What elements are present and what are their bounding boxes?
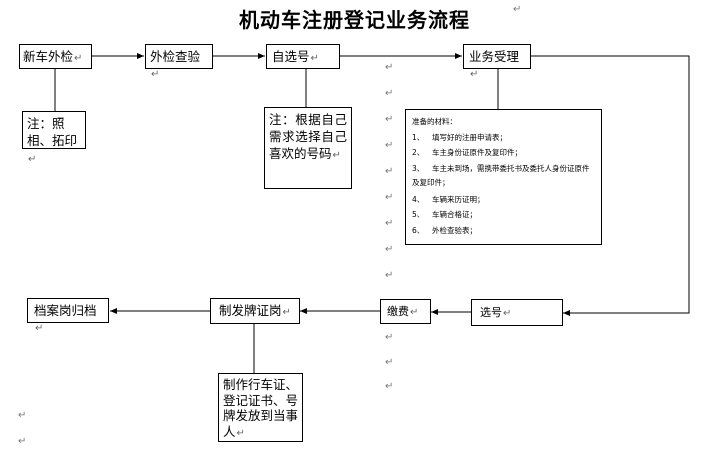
materials-item: 1、填写好的注册申请表； — [412, 132, 507, 142]
return-mark: ↵ — [385, 62, 394, 73]
return-mark: ↵ — [385, 381, 394, 392]
return-mark: ↵ — [385, 166, 394, 177]
step-plate-issuing-post: 制发牌证岗↵ — [210, 298, 300, 324]
materials-heading: 准备的材料： — [412, 117, 457, 126]
page-title: 机动车注册登记业务流程 — [239, 8, 470, 32]
arrow-acceptance-loop-to-select-number — [530, 55, 690, 316]
step-self-select-number: 自选号↵ — [266, 44, 340, 69]
return-mark: ↵ — [18, 436, 27, 447]
step-select-number: 选号↵ — [471, 299, 563, 326]
return-mark: ↵ — [385, 140, 394, 151]
return-mark: ↵ — [385, 357, 394, 368]
step-pay-fee: 缴费↵ — [380, 299, 431, 324]
note-produce-certificates: 制作行车证、登记证书、号牌发放到当事人↵ — [218, 373, 303, 442]
return-mark: ↵ — [385, 244, 394, 255]
step-archive-post: 档案岗归档↵ — [27, 298, 109, 334]
materials-item: 6、外检查验表； — [412, 225, 477, 235]
return-mark: ↵ — [385, 192, 394, 203]
materials-item: 5、车辆合格证； — [412, 210, 477, 219]
materials-item: 4、车辆来历证明； — [412, 194, 485, 204]
return-mark: ↵ — [385, 270, 394, 281]
return-mark: ↵ — [385, 88, 394, 99]
return-mark: ↵ — [385, 114, 394, 125]
materials-item: 3、车主未到场，需携带委托书及委托人身份证原件及复印件； — [412, 163, 590, 187]
materials-item: 2、车主身份证原件及复印件； — [412, 148, 522, 157]
step-external-check: 外检查验↵ — [145, 44, 213, 80]
note-photo-rubbing: 注：照相、拓印↵ — [22, 111, 86, 165]
materials-list: 准备的材料： 1、填写好的注册申请表； 2、车主身份证原件及复印件； 3、车主未… — [405, 109, 602, 245]
return-mark: ↵ — [385, 218, 394, 229]
return-mark: ↵ — [385, 332, 394, 343]
return-mark: ↵ — [513, 4, 522, 15]
step-business-acceptance: 业务受理↵ — [463, 44, 531, 80]
step-new-car-inspection: 新车外检↵ — [19, 44, 92, 69]
note-choose-number: 注：根据自己需求选择自己喜欢的号码↵ — [264, 107, 352, 189]
return-mark: ↵ — [18, 410, 27, 421]
